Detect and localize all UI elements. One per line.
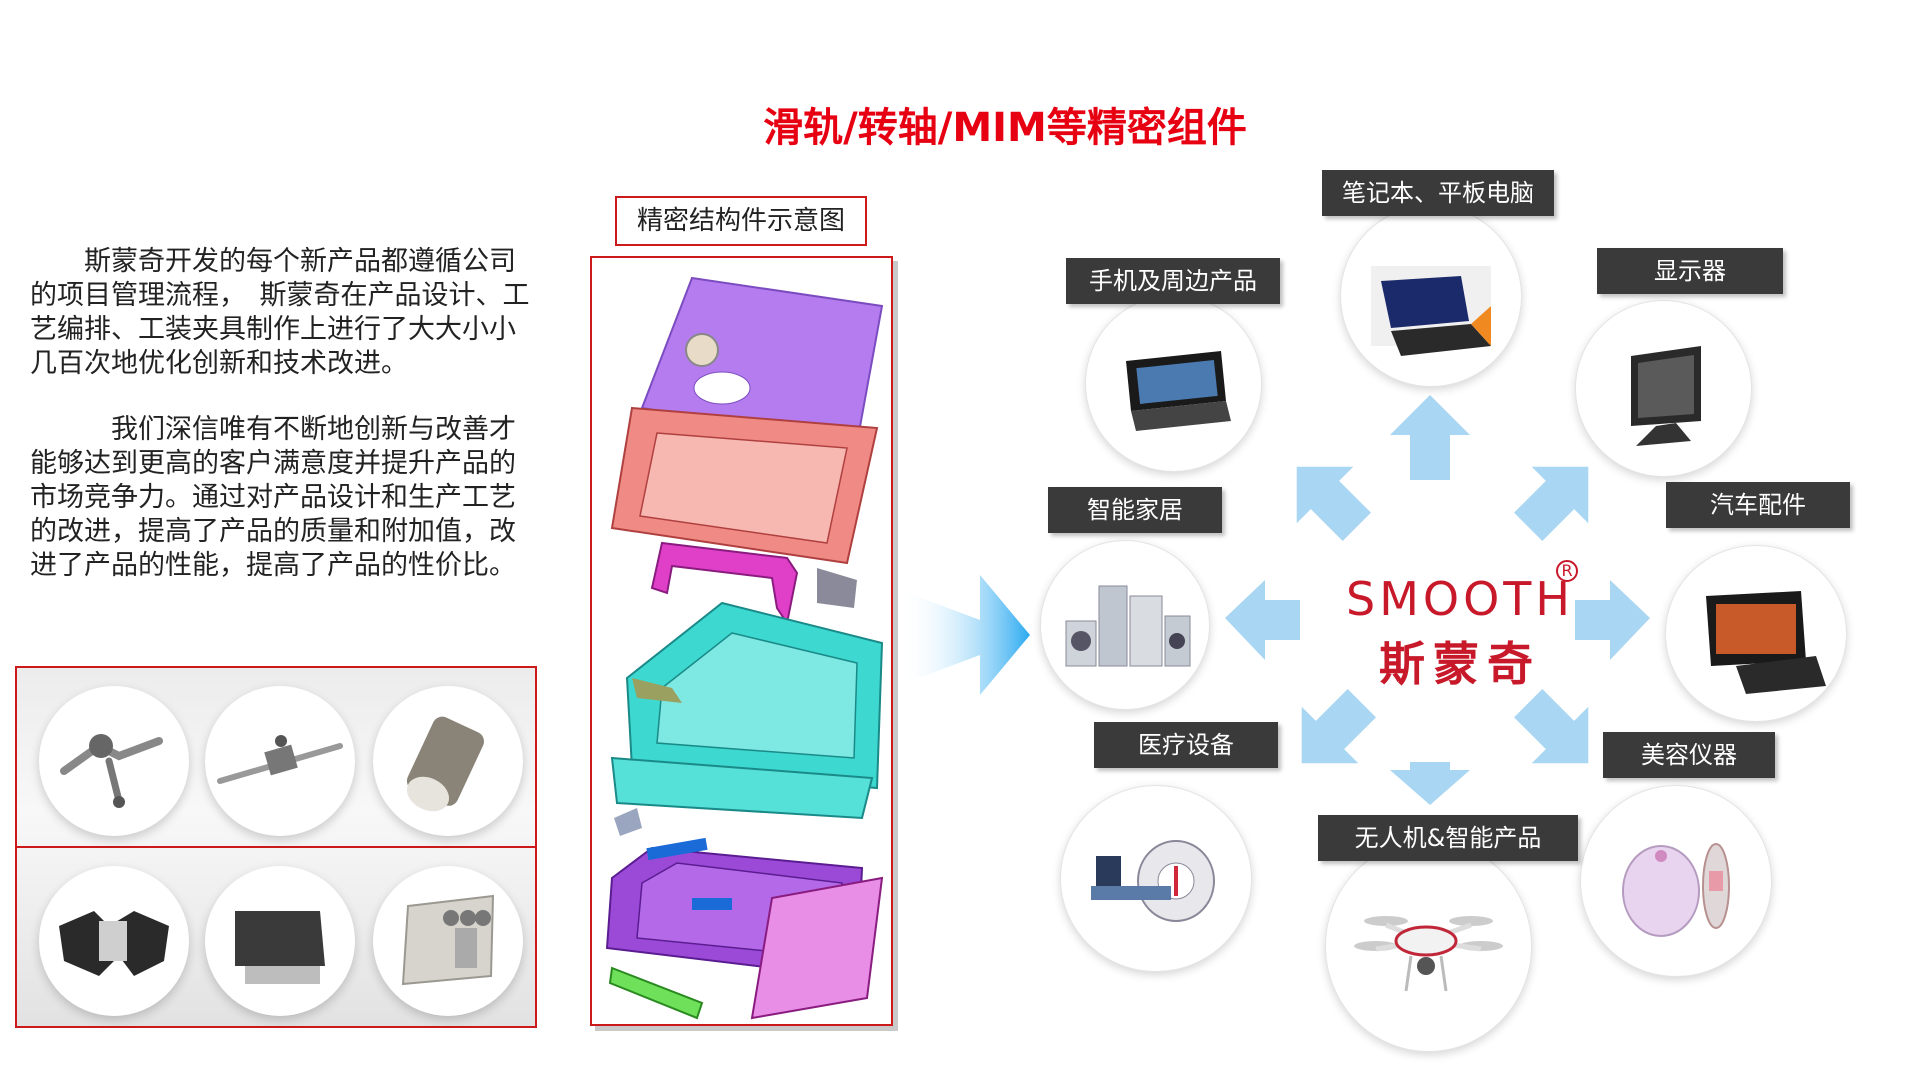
label-car: 汽车配件 [1666, 482, 1850, 528]
monitor-image [1631, 346, 1701, 446]
brand-name-en: SMOOTH [1346, 572, 1574, 626]
arrow-down [1390, 762, 1470, 805]
label-smart-home: 智能家居 [1048, 487, 1222, 533]
phone-circle [1085, 295, 1262, 472]
arrow-left [1225, 580, 1300, 660]
mounting-plate-part-image [373, 866, 523, 1016]
shaft-part-image [373, 686, 523, 836]
parts-photo-panel [15, 666, 537, 1028]
plate-part-image [205, 866, 355, 1016]
panel-divider [17, 846, 535, 848]
appliances-image [1065, 585, 1191, 667]
intro-paragraph-1: 斯蒙奇开发的每个新产品都遵循公司的项目管理流程， 斯蒙奇在产品设计、工艺编排、工… [30, 246, 530, 379]
rail-icon [217, 735, 343, 784]
bracket-icon [59, 911, 169, 976]
laptop-circle [1340, 205, 1522, 387]
medical-circle [1060, 785, 1252, 972]
arrow-up-left [1296, 466, 1371, 541]
slide-rail-part-image [205, 686, 355, 836]
shaft-icon [406, 716, 484, 812]
brand-name-cn: 斯蒙奇 [1379, 637, 1541, 691]
bracket-part-image [39, 866, 189, 1016]
medical-scanner-image [1091, 840, 1215, 922]
drone-circle [1325, 840, 1532, 1052]
intro-text: 斯蒙奇开发的每个新产品都遵循公司的项目管理流程， 斯蒙奇在产品设计、工艺编排、工… [30, 245, 540, 615]
structure-caption: 精密结构件示意图 [615, 196, 867, 246]
exploded-phone-housing-diagram [605, 276, 884, 1020]
hinge-part-image [39, 686, 189, 836]
label-monitor: 显示器 [1597, 248, 1783, 294]
arrow-up [1390, 395, 1470, 480]
intro-paragraph-2: 我们深信唯有不断地创新与改善才能够达到更高的客户满意度并提升产品的市场竞争力。通… [30, 414, 516, 581]
drone-image [1354, 916, 1503, 992]
car-gps-image [1706, 591, 1826, 694]
plate-icon [235, 911, 325, 984]
label-drone: 无人机&智能产品 [1318, 815, 1578, 861]
label-beauty: 美容仪器 [1603, 732, 1775, 778]
big-right-arrow [900, 575, 1030, 695]
label-phone: 手机及周边产品 [1066, 258, 1280, 304]
label-medical: 医疗设备 [1094, 722, 1278, 768]
monitor-circle [1575, 300, 1752, 477]
mounting-plate-icon [401, 894, 495, 986]
laptop-image [1371, 266, 1491, 356]
beauty-circle [1580, 785, 1772, 977]
page-title: 滑轨/转轴/MIM等精密组件 [763, 105, 1247, 151]
smart-home-circle [1040, 540, 1210, 710]
phone-image [1126, 351, 1231, 431]
label-laptop: 笔记本、平板电脑 [1322, 170, 1554, 216]
registered-mark: R [1556, 560, 1578, 582]
car-circle [1665, 545, 1847, 722]
exploded-diagram-panel [590, 256, 893, 1026]
beauty-device-image [1622, 843, 1730, 937]
hinge-icon [60, 734, 163, 808]
